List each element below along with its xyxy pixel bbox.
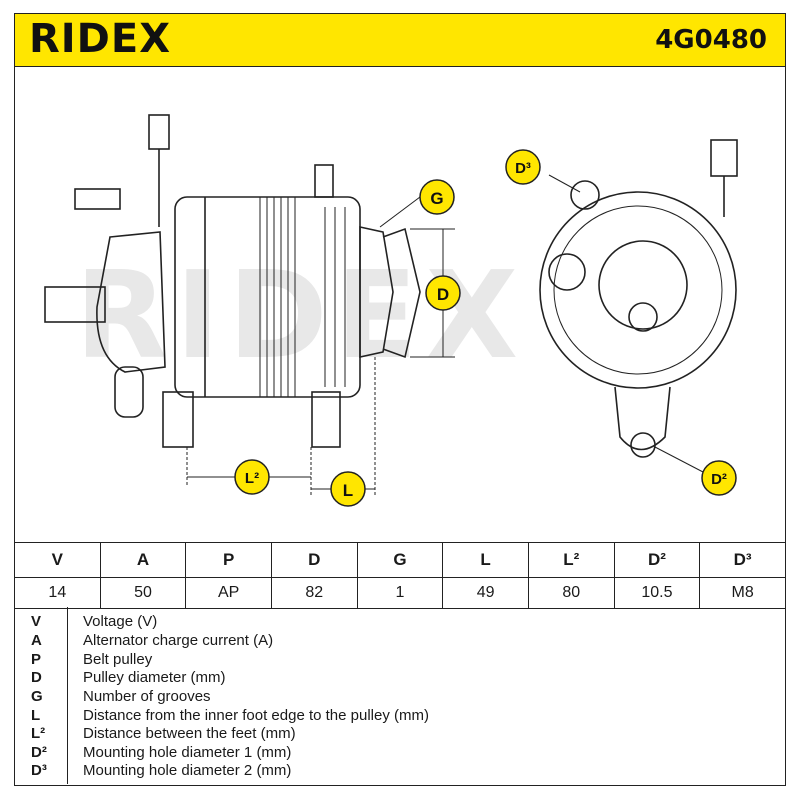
mounting-foot-right [311, 391, 341, 448]
callout-l2-label: L² [245, 470, 259, 487]
front-view [539, 139, 738, 473]
callout-g-label: G [430, 189, 443, 208]
center-boss [598, 240, 688, 330]
legend-description: Mounting hole diameter 2 (mm) [83, 762, 292, 779]
legend-key: L [31, 707, 41, 724]
spec-value-cell: M8 [699, 577, 786, 609]
spec-header-cell: D³ [699, 542, 786, 578]
spec-header-cell: L² [527, 542, 615, 578]
leader-d3 [548, 174, 581, 193]
top-boss [314, 164, 334, 198]
shaft-cap [628, 302, 658, 332]
pump-pipe [74, 188, 121, 210]
legend-description: Mounting hole diameter 1 (mm) [83, 744, 292, 761]
callout-l: L [330, 471, 366, 507]
spec-value-cell: 1 [356, 577, 444, 609]
leader-g [379, 196, 421, 228]
legend-key: D² [31, 744, 47, 761]
spec-value-cell: 49 [442, 577, 529, 609]
legend-key: D³ [31, 762, 47, 779]
spec-value-cell: AP [185, 577, 272, 609]
vacuum-pump-housing [96, 231, 166, 373]
spec-value-cell: 80 [527, 577, 615, 609]
part-number: 4G0480 [655, 25, 767, 55]
spec-value-cell: 82 [270, 577, 358, 609]
legend-key: G [31, 688, 43, 705]
spec-header-cell: L [442, 542, 529, 578]
callout-d3-label: D³ [515, 160, 531, 177]
mounting-foot-left [162, 391, 194, 448]
spec-table: V A P D G L L² D² D³ 14 50 AP 82 1 49 80… [14, 542, 786, 609]
spec-header-cell: G [356, 542, 444, 578]
header-bar: RIDEX 4G0480 [14, 13, 786, 67]
oil-outlet [114, 366, 144, 418]
legend-description: Distance from the inner foot edge to the… [83, 707, 429, 724]
spec-value-cell: 50 [99, 577, 187, 609]
legend-key: D [31, 669, 42, 686]
watermark-text: RIDEX [75, 247, 526, 386]
legend-key: L² [31, 725, 46, 742]
top-plug [148, 114, 170, 150]
callout-d: D [425, 275, 461, 311]
callout-g: G [419, 179, 455, 215]
callout-d-label: D [437, 285, 449, 304]
end-housing-inner [553, 205, 723, 375]
callout-d3: D³ [505, 149, 541, 185]
callout-l2: L² [234, 459, 270, 495]
cooling-fins [259, 197, 346, 397]
legend-description: Distance between the feet (mm) [83, 725, 296, 742]
legend-key: A [31, 632, 42, 649]
side-view [44, 114, 455, 497]
technical-drawing: RIDEX [14, 67, 786, 542]
spec-value-cell: 10.5 [613, 577, 701, 609]
lower-mount-hole [630, 432, 656, 458]
pulley-hub [359, 226, 394, 358]
spec-header-row: V A P D G L L² D² D³ [14, 542, 786, 578]
legend-description: Voltage (V) [83, 613, 158, 630]
legend-panel: V Voltage (V) A Alternator charge curren… [14, 607, 786, 786]
legend-description: Pulley diameter (mm) [83, 669, 226, 686]
belt-pulley [382, 227, 421, 359]
alternator-drawing: RIDEX [44, 114, 738, 507]
spec-header-cell: D [270, 542, 358, 578]
upper-mount-ear [570, 180, 600, 210]
callout-d2-label: D² [711, 471, 727, 488]
callout-d2: D² [701, 460, 737, 496]
end-housing [539, 191, 737, 389]
spec-header-cell: V [14, 542, 101, 578]
spec-value-row: 14 50 AP 82 1 49 80 10.5 M8 [14, 577, 786, 609]
legend-description: Belt pulley [83, 651, 153, 668]
spec-header-cell: D² [613, 542, 701, 578]
spec-value-cell: 14 [14, 577, 101, 609]
front-plug [710, 139, 738, 177]
pump-connector [44, 286, 106, 323]
legend-key: V [31, 613, 42, 630]
legend-key: P [31, 651, 42, 668]
leader-d2 [654, 446, 704, 473]
lower-mount-ear [614, 386, 671, 451]
legend-description: Alternator charge current (A) [83, 632, 274, 649]
spec-header-cell: P [185, 542, 272, 578]
brand-logo: RIDEX [29, 16, 172, 62]
legend-divider [67, 607, 68, 784]
regulator [548, 253, 586, 291]
legend-description: Number of grooves [83, 688, 211, 705]
callout-l-label: L [343, 481, 353, 500]
spec-header-cell: A [99, 542, 187, 578]
